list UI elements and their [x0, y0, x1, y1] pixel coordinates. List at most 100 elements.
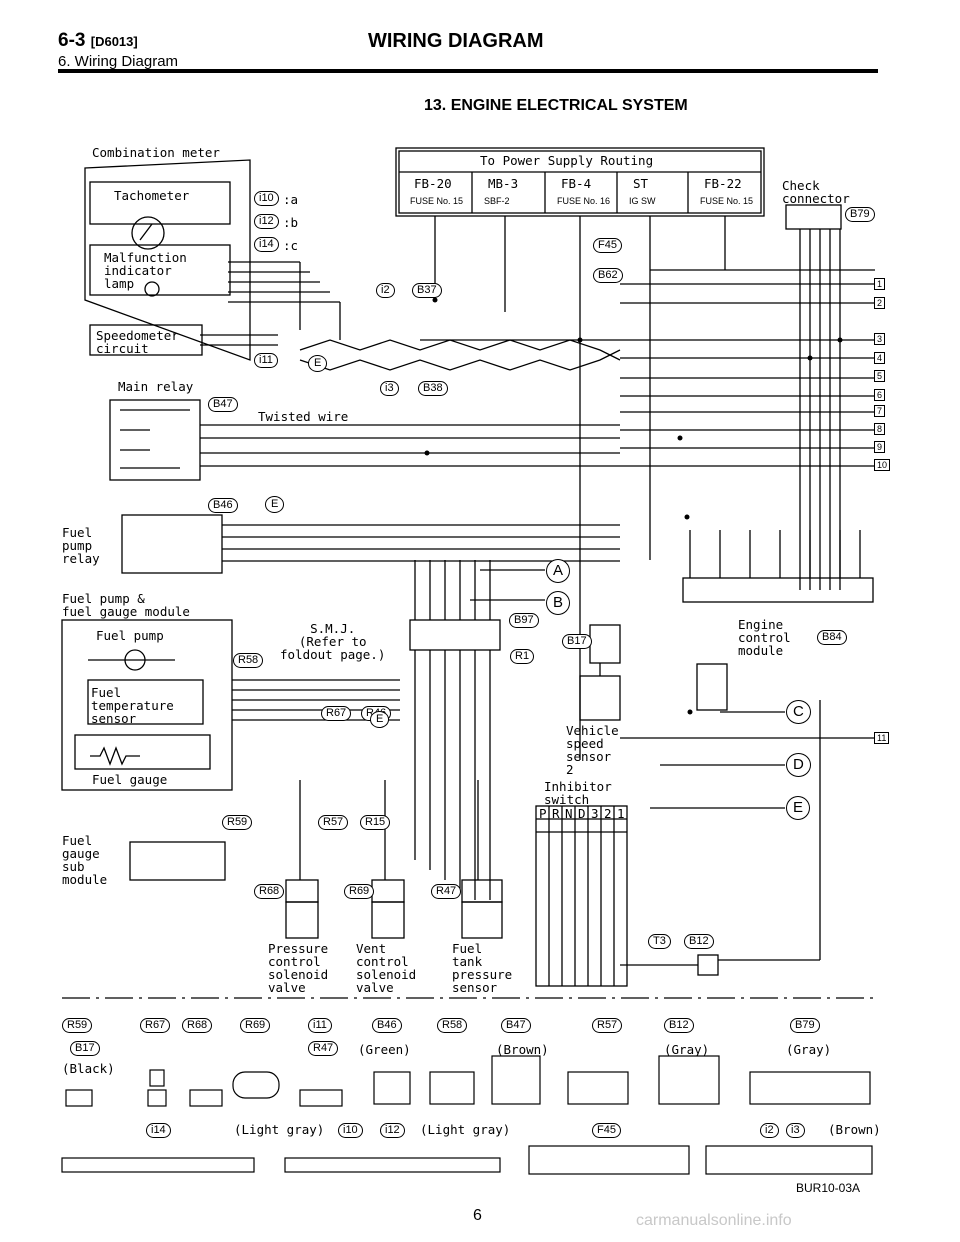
fuel-temp-sensor-box — [87, 679, 204, 725]
callout-d: D — [786, 753, 811, 777]
inhibitor-position: 3 — [591, 806, 599, 821]
tachometer-dial-icon — [131, 216, 165, 250]
inhibitor-position: N — [565, 806, 573, 821]
legend-conn: B12 — [664, 1018, 694, 1033]
edge-number: 6 — [874, 389, 886, 401]
legend-note: i2 — [760, 1123, 779, 1138]
conn-r1: R1 — [510, 649, 535, 664]
smj-label: S.M.J. (Refer to foldout page.) — [280, 621, 386, 662]
figure-code: BUR10-03A — [796, 1181, 861, 1195]
fuel-gauge-sub-box — [129, 841, 226, 881]
vent-valve-connector — [371, 879, 405, 903]
combination-meter-label: Combination meter — [92, 145, 220, 160]
edge-number: 7 — [874, 405, 886, 417]
legend-note: (Brown) — [828, 1122, 881, 1137]
inhibitor-position: D — [578, 806, 586, 821]
conn-r57: R57 — [318, 815, 349, 830]
t3-connector — [697, 954, 719, 976]
legend-r47: R47 — [308, 1041, 339, 1056]
legend-b17: B17 — [70, 1041, 100, 1056]
legend-note: (Light gray) — [234, 1122, 325, 1137]
subsection-label: 6. Wiring Diagram — [58, 53, 179, 70]
callout-a: A — [546, 559, 571, 583]
inhibitor-position: 1 — [617, 806, 625, 821]
ground-e-2: E — [265, 496, 285, 513]
vent-valve-body — [371, 901, 405, 939]
conn-i3: i3 — [380, 381, 399, 396]
fuel-pump-relay-box — [121, 514, 223, 574]
conn-i12: i12 — [254, 214, 279, 229]
power-routing-title: To Power Supply Routing — [480, 153, 654, 168]
fuel-gauge-sub-label: Fuel gauge sub module — [62, 833, 108, 887]
vent-valve-label: Vent control solenoid valve — [356, 941, 417, 995]
header-rule — [58, 69, 878, 73]
conn-b12: B12 — [684, 934, 714, 949]
conn-i2: i2 — [376, 283, 395, 298]
speedometer-box — [89, 324, 203, 356]
inhibitor-position: R — [552, 806, 560, 821]
legend-note: i10 — [338, 1123, 363, 1138]
routing-col-name: FB-4 — [561, 176, 592, 191]
legend-note: F45 — [592, 1123, 621, 1138]
legend-note: i3 — [786, 1123, 805, 1138]
combination-meter-outline — [84, 159, 251, 361]
conn-r47: R47 — [431, 884, 462, 899]
legend-conn: R59 — [62, 1018, 93, 1033]
conn-i14: i14 — [254, 237, 279, 252]
legend-conn: i11 — [308, 1018, 332, 1033]
legend-conn: B79 — [790, 1018, 820, 1033]
conn-b37: B37 — [412, 283, 442, 298]
conn-b47: B47 — [208, 397, 238, 412]
tank-sensor-connector — [461, 879, 503, 903]
inhibitor-position: 2 — [604, 806, 612, 821]
fuel-pump-label: Fuel pump — [96, 628, 164, 643]
fuel-temp-label: Fuel temperature sensor — [91, 685, 174, 726]
routing-col-name: MB-3 — [488, 176, 519, 191]
vss-body — [579, 675, 621, 721]
fuel-pump-motor-icon — [124, 649, 146, 671]
section-code: 6-3 [D6013] — [58, 30, 138, 51]
callout-e: E — [786, 796, 811, 820]
conn-b79: B79 — [845, 207, 875, 222]
edge-number: 1 — [874, 278, 886, 290]
conn-i12-suffix: :b — [283, 215, 299, 230]
page-title: WIRING DIAGRAM — [368, 30, 544, 52]
conn-b17: B17 — [562, 634, 592, 649]
legend-conn: R68 — [182, 1018, 213, 1033]
legend-b79-color: (Gray) — [786, 1042, 832, 1057]
legend-conn: B47 — [501, 1018, 531, 1033]
lamp-icon — [144, 281, 160, 297]
routing-col-fuse: FUSE No. 15 — [700, 196, 754, 206]
pressure-valve-connector — [285, 879, 319, 903]
main-relay-label: Main relay — [118, 379, 194, 394]
routing-col-fuse: FUSE No. 16 — [557, 196, 611, 206]
legend-note: i12 — [380, 1123, 405, 1138]
tank-sensor-label: Fuel tank pressure sensor — [452, 941, 513, 995]
check-connector-label: Check connector — [782, 178, 850, 206]
fuel-gauge-label: Fuel gauge — [92, 772, 168, 787]
conn-b62: B62 — [593, 268, 623, 283]
legend-b46-color: (Green) — [358, 1042, 411, 1057]
legend-b47-color: (Brown) — [496, 1042, 549, 1057]
tank-sensor-body — [461, 901, 503, 939]
conn-r67: R67 — [321, 706, 352, 721]
ecm-connector-bottom — [696, 663, 728, 711]
ecm-connector-top — [682, 577, 874, 603]
legend-conn: R58 — [437, 1018, 468, 1033]
malfunction-lamp-label: Malfunction indicator lamp — [104, 250, 187, 291]
conn-r69: R69 — [344, 884, 375, 899]
legend-conn: R69 — [240, 1018, 271, 1033]
tachometer-box — [89, 181, 231, 225]
twisted-wire-label: Twisted wire — [258, 409, 349, 424]
fuel-pump-module-label: Fuel pump & fuel gauge module — [62, 591, 190, 619]
tachometer-label: Tachometer — [114, 188, 190, 203]
fuel-pump-relay-label: Fuel pump relay — [62, 525, 100, 566]
conn-i11: i11 — [254, 353, 278, 368]
vss-connector — [589, 624, 621, 664]
routing-col-name: FB-20 — [414, 176, 452, 191]
inhibitor-position: P — [539, 806, 547, 821]
edge-number: 4 — [874, 352, 886, 364]
legend-note: (Light gray) — [420, 1122, 511, 1137]
legend-conn: R57 — [592, 1018, 623, 1033]
